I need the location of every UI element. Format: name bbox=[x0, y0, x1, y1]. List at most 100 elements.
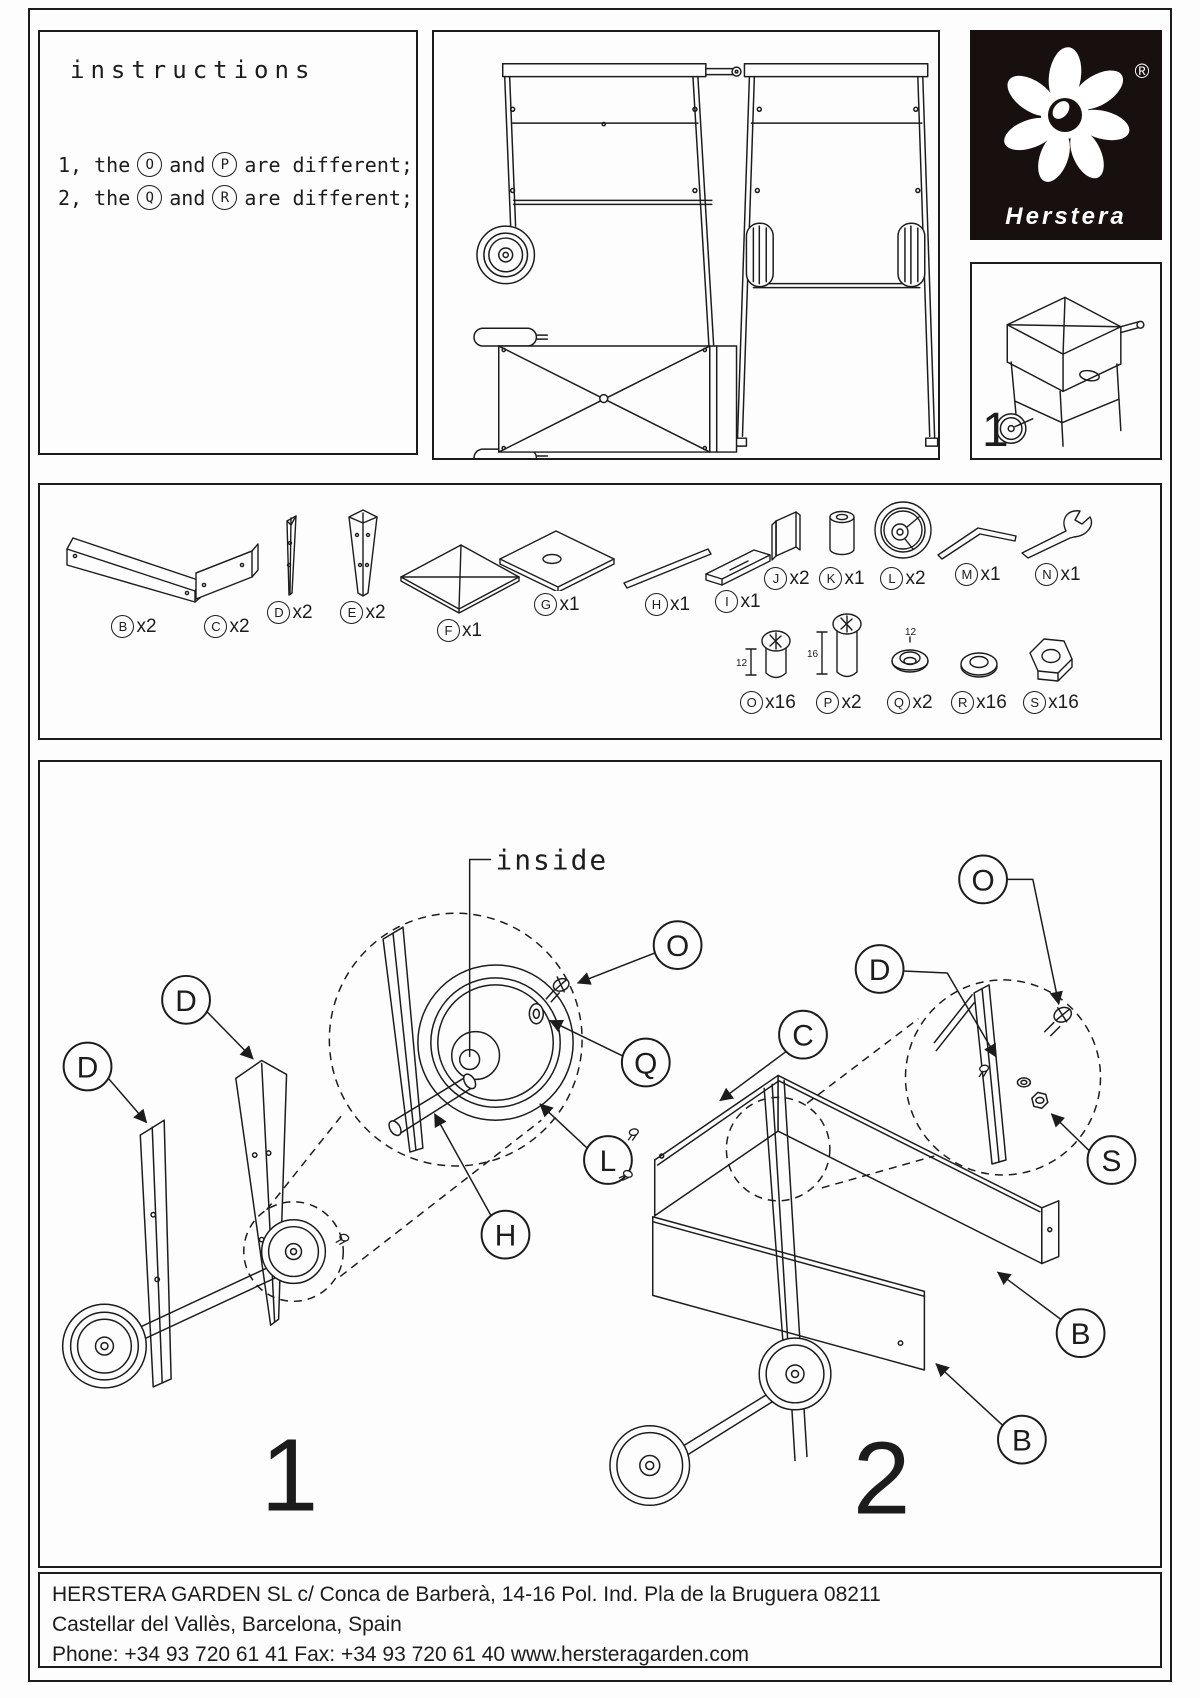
herstera-flower-logo-icon: ® Herstera bbox=[1004, 47, 1150, 230]
screw-length-dim: 16 bbox=[807, 649, 819, 660]
part-qty: x2 bbox=[136, 615, 157, 637]
assembly-steps-panel: inside D D O bbox=[38, 760, 1162, 1568]
part-qty: x1 bbox=[1060, 563, 1081, 585]
assembly-diagram-drawing: inside D D O bbox=[61, 843, 1137, 1535]
step2-figure: O D C S bbox=[609, 854, 1137, 1535]
step1-label-d-left: D bbox=[62, 1041, 148, 1124]
thumbnail-step-number: 1 bbox=[982, 404, 1009, 457]
part-letter-badge: G bbox=[534, 593, 558, 616]
step2-label-b-lower: B bbox=[935, 1363, 1047, 1465]
part-qty: x2 bbox=[912, 691, 933, 713]
part-qty: x2 bbox=[789, 567, 810, 589]
svg-text:C: C bbox=[792, 1020, 814, 1053]
step2-label-c: C bbox=[719, 1009, 828, 1102]
cart-orthographic-views-drawing bbox=[473, 62, 938, 458]
part-letter-badge: O bbox=[740, 691, 764, 714]
svg-text:D: D bbox=[175, 985, 197, 1018]
part-qty: x1 bbox=[669, 593, 691, 615]
svg-text:L: L bbox=[600, 1145, 617, 1178]
part-letter-badge: B bbox=[111, 615, 135, 638]
footer-address-line1: HERSTERA GARDEN SL c/ Conca de Barberà, … bbox=[52, 1583, 881, 1606]
part-qty: x2 bbox=[905, 567, 926, 589]
part-letter-badge: P bbox=[816, 691, 840, 714]
inside-annotation: inside bbox=[496, 843, 609, 876]
svg-text:B: B bbox=[1071, 1318, 1091, 1351]
cart-end-view bbox=[733, 62, 938, 447]
part-qty: x1 bbox=[844, 567, 865, 589]
part-r-washer-icon bbox=[960, 652, 998, 678]
part-letter-badge: E bbox=[340, 601, 364, 624]
part-letter-badge: S bbox=[1023, 691, 1047, 714]
svg-text:S: S bbox=[1102, 1145, 1122, 1178]
part-qty: x1 bbox=[980, 563, 1001, 585]
part-e-leg-icon bbox=[348, 509, 378, 597]
part-qty: x2 bbox=[365, 601, 386, 623]
note-middle: and bbox=[169, 185, 206, 210]
note-middle: and bbox=[169, 152, 206, 177]
registered-mark: ® bbox=[1135, 61, 1150, 83]
svg-text:O: O bbox=[971, 864, 994, 897]
cart-top-view bbox=[473, 327, 738, 458]
part-qty: x16 bbox=[1048, 691, 1079, 713]
part-qty: x2 bbox=[292, 601, 313, 623]
part-g-shelf-panel-icon bbox=[499, 530, 615, 591]
part-i-bracket-icon bbox=[705, 549, 771, 586]
part-m-allen-key-icon bbox=[937, 527, 1017, 560]
note-prefix: 1, the bbox=[58, 152, 131, 177]
instructions-title: instructions bbox=[70, 56, 316, 84]
part-letter-badge: C bbox=[204, 615, 228, 638]
step1-label-o: O bbox=[576, 920, 703, 985]
step2-label-d: D bbox=[854, 944, 997, 1058]
part-letter-badge: I bbox=[715, 590, 739, 613]
part-qty: x16 bbox=[976, 691, 1007, 713]
cart-side-view bbox=[476, 62, 742, 389]
svg-text:O: O bbox=[666, 930, 689, 963]
flower-petals bbox=[1004, 47, 1130, 182]
part-qty: x1 bbox=[559, 593, 580, 615]
part-f-bottom-panel-icon bbox=[399, 544, 520, 614]
step2-number: 2 bbox=[853, 1419, 911, 1535]
svg-text:Q: Q bbox=[634, 1047, 657, 1080]
screw-length-dim: 12 bbox=[736, 658, 748, 669]
step1-wheel-detail bbox=[382, 926, 574, 1153]
nut-size-dim: 12 bbox=[905, 627, 917, 638]
part-c-panel-icon bbox=[195, 543, 259, 600]
part-letter-badge: N bbox=[1035, 563, 1059, 586]
step1-label-q: Q bbox=[549, 1019, 671, 1088]
part-l-wheel-icon bbox=[874, 501, 932, 559]
part-d-leg-icon bbox=[286, 515, 297, 596]
step1-label-h: H bbox=[434, 1113, 531, 1260]
step2-leg-detail bbox=[933, 984, 1073, 1165]
part-qty: x1 bbox=[740, 590, 761, 612]
company-footer-panel: HERSTERA GARDEN SL c/ Conca de Barberà, … bbox=[38, 1572, 1162, 1668]
part-q-flanged-nut-icon: 12 bbox=[891, 627, 929, 673]
footer-contact-line: Phone: +34 93 720 61 41 Fax: +34 93 720 … bbox=[52, 1642, 749, 1666]
circled-letter-q: Q bbox=[137, 185, 163, 210]
part-letter-badge: R bbox=[951, 691, 975, 714]
